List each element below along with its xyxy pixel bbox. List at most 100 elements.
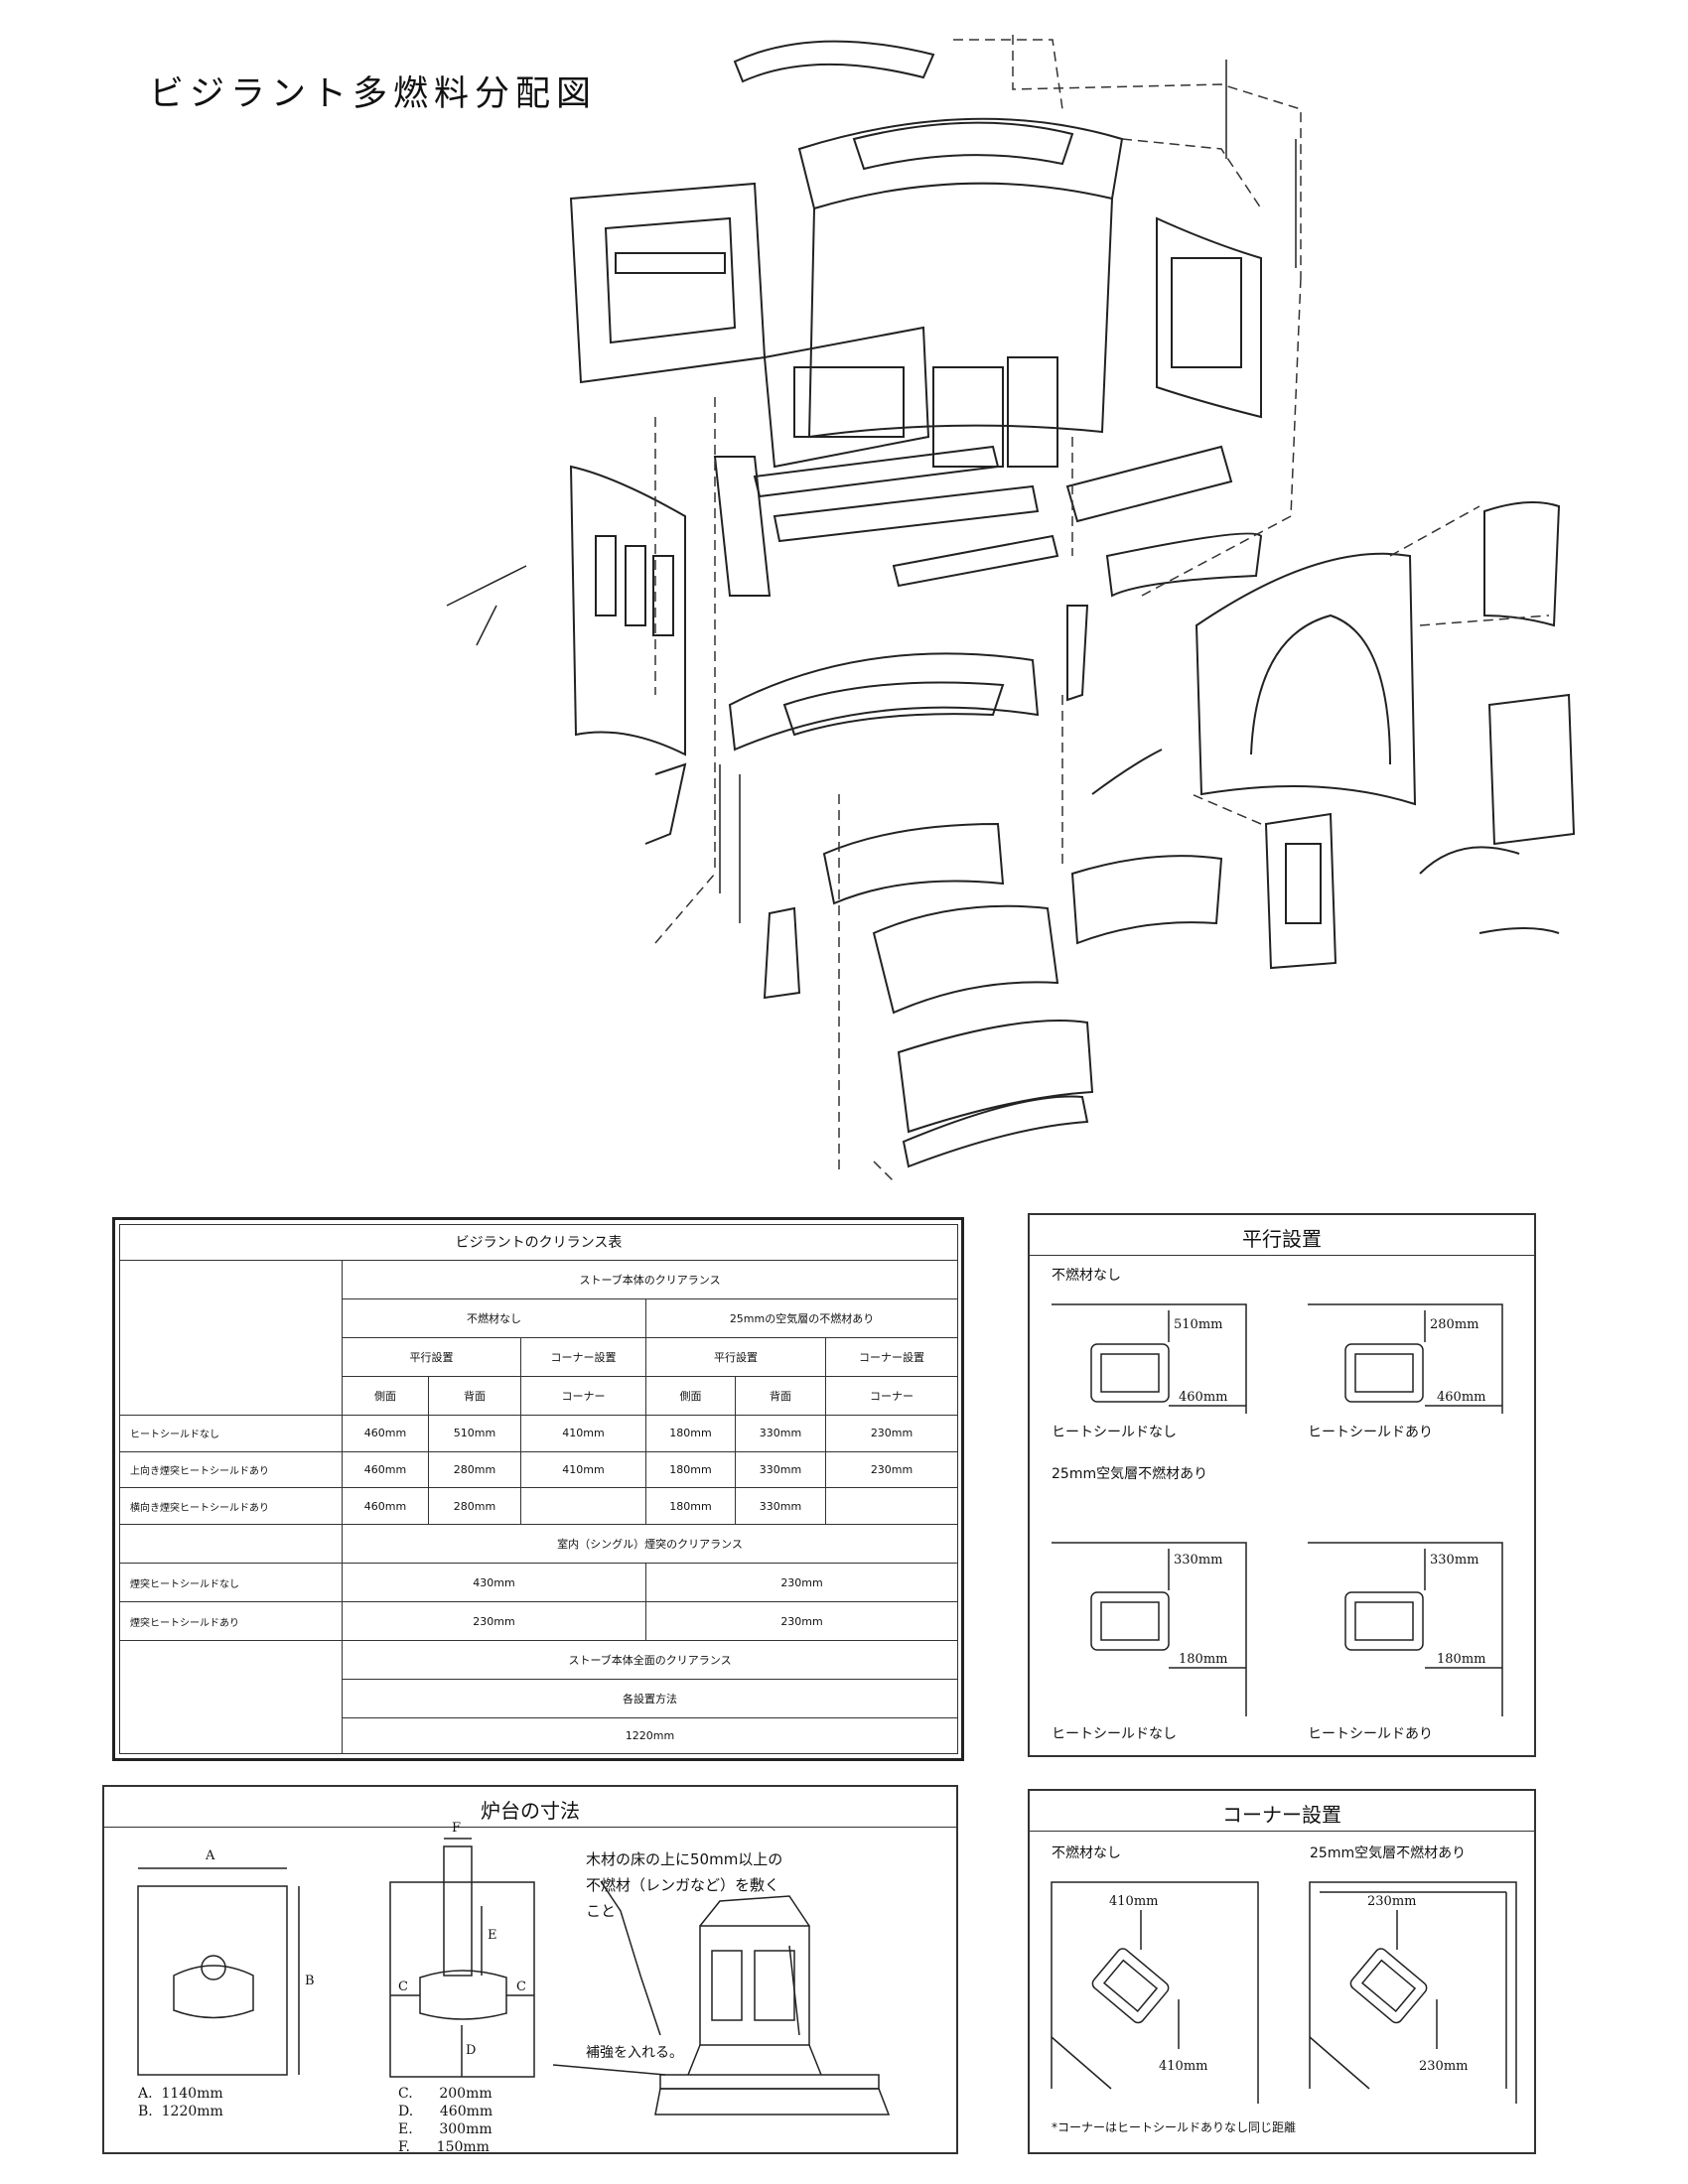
empty-cell bbox=[119, 1524, 343, 1565]
table-cell: 330mm bbox=[735, 1487, 826, 1526]
header-corner-2: コーナー設置 bbox=[824, 1336, 959, 1377]
label-f: F bbox=[452, 1821, 462, 1836]
reinforce-note: 補強を入れる。 bbox=[586, 2045, 683, 2061]
header-corner-1: コーナー設置 bbox=[520, 1336, 646, 1377]
header-body-clearance: ストーブ本体のクリアランス bbox=[341, 1259, 959, 1299]
table-row: 煙突ヒートシールドあり 230mm 230mm bbox=[119, 1601, 959, 1642]
table-row: 上向き煙突ヒートシールドあり 460mm 280mm 410mm 180mm 3… bbox=[119, 1450, 959, 1489]
label-d: D bbox=[466, 2043, 477, 2058]
no-shield-label-1: ヒートシールドなし bbox=[1052, 1425, 1177, 1440]
label-a: A bbox=[206, 1848, 215, 1863]
table-cell: 180mm bbox=[645, 1487, 736, 1526]
table-cell: 180mm bbox=[645, 1414, 736, 1452]
table-cell bbox=[520, 1487, 646, 1526]
table-cell: 330mm bbox=[735, 1414, 826, 1452]
row-label: ヒートシールドなし bbox=[119, 1414, 343, 1452]
table-cell: 410mm bbox=[520, 1450, 646, 1489]
legend-a-b: A. 1140mm B. 1220mm bbox=[138, 2086, 223, 2119]
no-shield-label-2: ヒートシールドなし bbox=[1052, 1726, 1177, 1742]
header-no-material: 不燃材なし bbox=[342, 1297, 646, 1338]
label-c-right: C bbox=[516, 1979, 526, 1994]
table-cell: 280mm bbox=[428, 1487, 521, 1526]
corner-panel-title: コーナー設置 bbox=[1222, 1803, 1341, 1827]
corner-installation-panel: コーナー設置 不燃材なし 25mm空気層不燃材あり 410mm 410mm 23… bbox=[1028, 1789, 1536, 2154]
corner-footnote: *コーナーはヒートシールドありなし同じ距離 bbox=[1052, 2120, 1297, 2134]
parallel-layout-drawings bbox=[1052, 1303, 1503, 1716]
header-corner-col-1: コーナー bbox=[520, 1375, 646, 1416]
header-parallel-2: 平行設置 bbox=[645, 1336, 826, 1377]
dim-510: 510mm bbox=[1174, 1317, 1223, 1332]
dim-330-2: 330mm bbox=[1430, 1553, 1479, 1568]
corner-dim-410-top: 410mm bbox=[1109, 1894, 1159, 1909]
row-label: 煙突ヒートシールドなし bbox=[119, 1563, 343, 1603]
hearth-panel-title: 炉台の寸法 bbox=[481, 1799, 580, 1823]
with-shield-label-1: ヒートシールドあり bbox=[1308, 1425, 1433, 1440]
note-line-3: こと bbox=[586, 1902, 617, 1920]
corner-dim-230-top: 230mm bbox=[1367, 1894, 1417, 1909]
header-chimney-clearance: 室内（シングル）煙突のクリアランス bbox=[341, 1524, 959, 1565]
table-cell: 180mm bbox=[645, 1450, 736, 1489]
front-value-cell: 1220mm bbox=[341, 1716, 959, 1755]
header-back-1: 背面 bbox=[428, 1375, 521, 1416]
row-label: 煙突ヒートシールドあり bbox=[119, 1601, 343, 1642]
label-b: B bbox=[305, 1974, 315, 1988]
hearth-note: 木材の床の上に50mm以上の 不燃材（レンガなど）を敷く こと bbox=[586, 1846, 782, 1924]
header-corner-col-2: コーナー bbox=[824, 1375, 959, 1416]
note-line-1: 木材の床の上に50mm以上の bbox=[586, 1850, 783, 1868]
note-line-2: 不燃材（レンガなど）を敷く bbox=[586, 1876, 780, 1894]
table-cell: 280mm bbox=[428, 1450, 521, 1489]
table-cell: 230mm bbox=[644, 1563, 959, 1603]
table-cell: 330mm bbox=[735, 1450, 826, 1489]
clearance-table-title: ビジラントのクリランス表 bbox=[118, 1224, 959, 1261]
page-title: ビジラント多燃料分配図 bbox=[149, 74, 598, 114]
header-side-2: 側面 bbox=[645, 1375, 736, 1416]
corner-dim-410-bottom: 410mm bbox=[1159, 2059, 1208, 2074]
label-c-left: C bbox=[398, 1979, 408, 1994]
table-cell: 230mm bbox=[644, 1601, 959, 1642]
legend-c-f: C. 200mm D. 460mm E. 300mm F. 150mm bbox=[398, 2086, 493, 2155]
row-label: 横向き煙突ヒートシールドあり bbox=[119, 1487, 343, 1526]
table-cell: 410mm bbox=[520, 1414, 646, 1452]
header-front-clearance: ストーブ本体全面のクリアランス bbox=[341, 1640, 959, 1681]
table-cell: 230mm bbox=[342, 1601, 646, 1642]
table-cell: 460mm bbox=[342, 1414, 429, 1452]
table-cell: 510mm bbox=[428, 1414, 521, 1452]
no-material-label: 不燃材なし bbox=[1052, 1268, 1121, 1284]
dim-280: 280mm bbox=[1430, 1317, 1479, 1332]
corner-layout-drawings bbox=[1051, 1881, 1517, 2104]
clearance-table-frame: ビジラントのクリランス表 ストーブ本体のクリアランス 不燃材なし 25mmの空気… bbox=[112, 1217, 964, 1761]
label-e: E bbox=[488, 1928, 497, 1943]
air-material-label: 25mm空気層不燃材あり bbox=[1052, 1466, 1208, 1482]
header-parallel-1: 平行設置 bbox=[342, 1336, 521, 1377]
header-back-2: 背面 bbox=[735, 1375, 826, 1416]
dim-180-2: 180mm bbox=[1437, 1652, 1486, 1667]
exploded-parts-diagram bbox=[446, 35, 1576, 1182]
all-methods-cell: 各設置方法 bbox=[341, 1679, 959, 1718]
hearth-dimensions-panel: 炉台の寸法 A B C bbox=[102, 1785, 958, 2155]
table-cell: 430mm bbox=[342, 1563, 646, 1603]
empty-corner-cell bbox=[119, 1259, 343, 1416]
header-side-1: 側面 bbox=[342, 1375, 429, 1416]
table-row: 煙突ヒートシールドなし 430mm 230mm bbox=[119, 1563, 959, 1603]
table-row: 横向き煙突ヒートシールドあり 460mm 280mm 180mm 330mm bbox=[119, 1487, 959, 1526]
dim-180-1: 180mm bbox=[1179, 1652, 1228, 1667]
table-cell: 460mm bbox=[342, 1450, 429, 1489]
table-cell: 230mm bbox=[824, 1414, 959, 1452]
empty-cell bbox=[119, 1640, 343, 1754]
corner-no-material-label: 不燃材なし bbox=[1052, 1845, 1121, 1861]
table-cell: 230mm bbox=[824, 1450, 959, 1489]
table-cell bbox=[824, 1487, 959, 1526]
clearance-table: ビジラントのクリランス表 ストーブ本体のクリアランス 不燃材なし 25mmの空気… bbox=[118, 1224, 959, 1755]
parallel-panel-title: 平行設置 bbox=[1242, 1227, 1322, 1251]
dim-330-1: 330mm bbox=[1174, 1553, 1223, 1568]
corner-air-material-label: 25mm空気層不燃材あり bbox=[1310, 1845, 1467, 1861]
dim-460-1: 460mm bbox=[1179, 1390, 1228, 1405]
with-shield-label-2: ヒートシールドあり bbox=[1308, 1726, 1433, 1742]
table-cell: 460mm bbox=[342, 1487, 429, 1526]
header-air-material: 25mmの空気層の不燃材あり bbox=[644, 1297, 959, 1338]
corner-dim-230-bottom: 230mm bbox=[1419, 2059, 1469, 2074]
parallel-installation-panel: 平行設置 不燃材なし 25mm空気層不燃材あり ヒートシールドなし ヒートシール… bbox=[1028, 1213, 1536, 1757]
dim-460-2: 460mm bbox=[1437, 1390, 1486, 1405]
row-label: 上向き煙突ヒートシールドあり bbox=[119, 1450, 343, 1489]
table-row: ヒートシールドなし 460mm 510mm 410mm 180mm 330mm … bbox=[119, 1414, 959, 1452]
